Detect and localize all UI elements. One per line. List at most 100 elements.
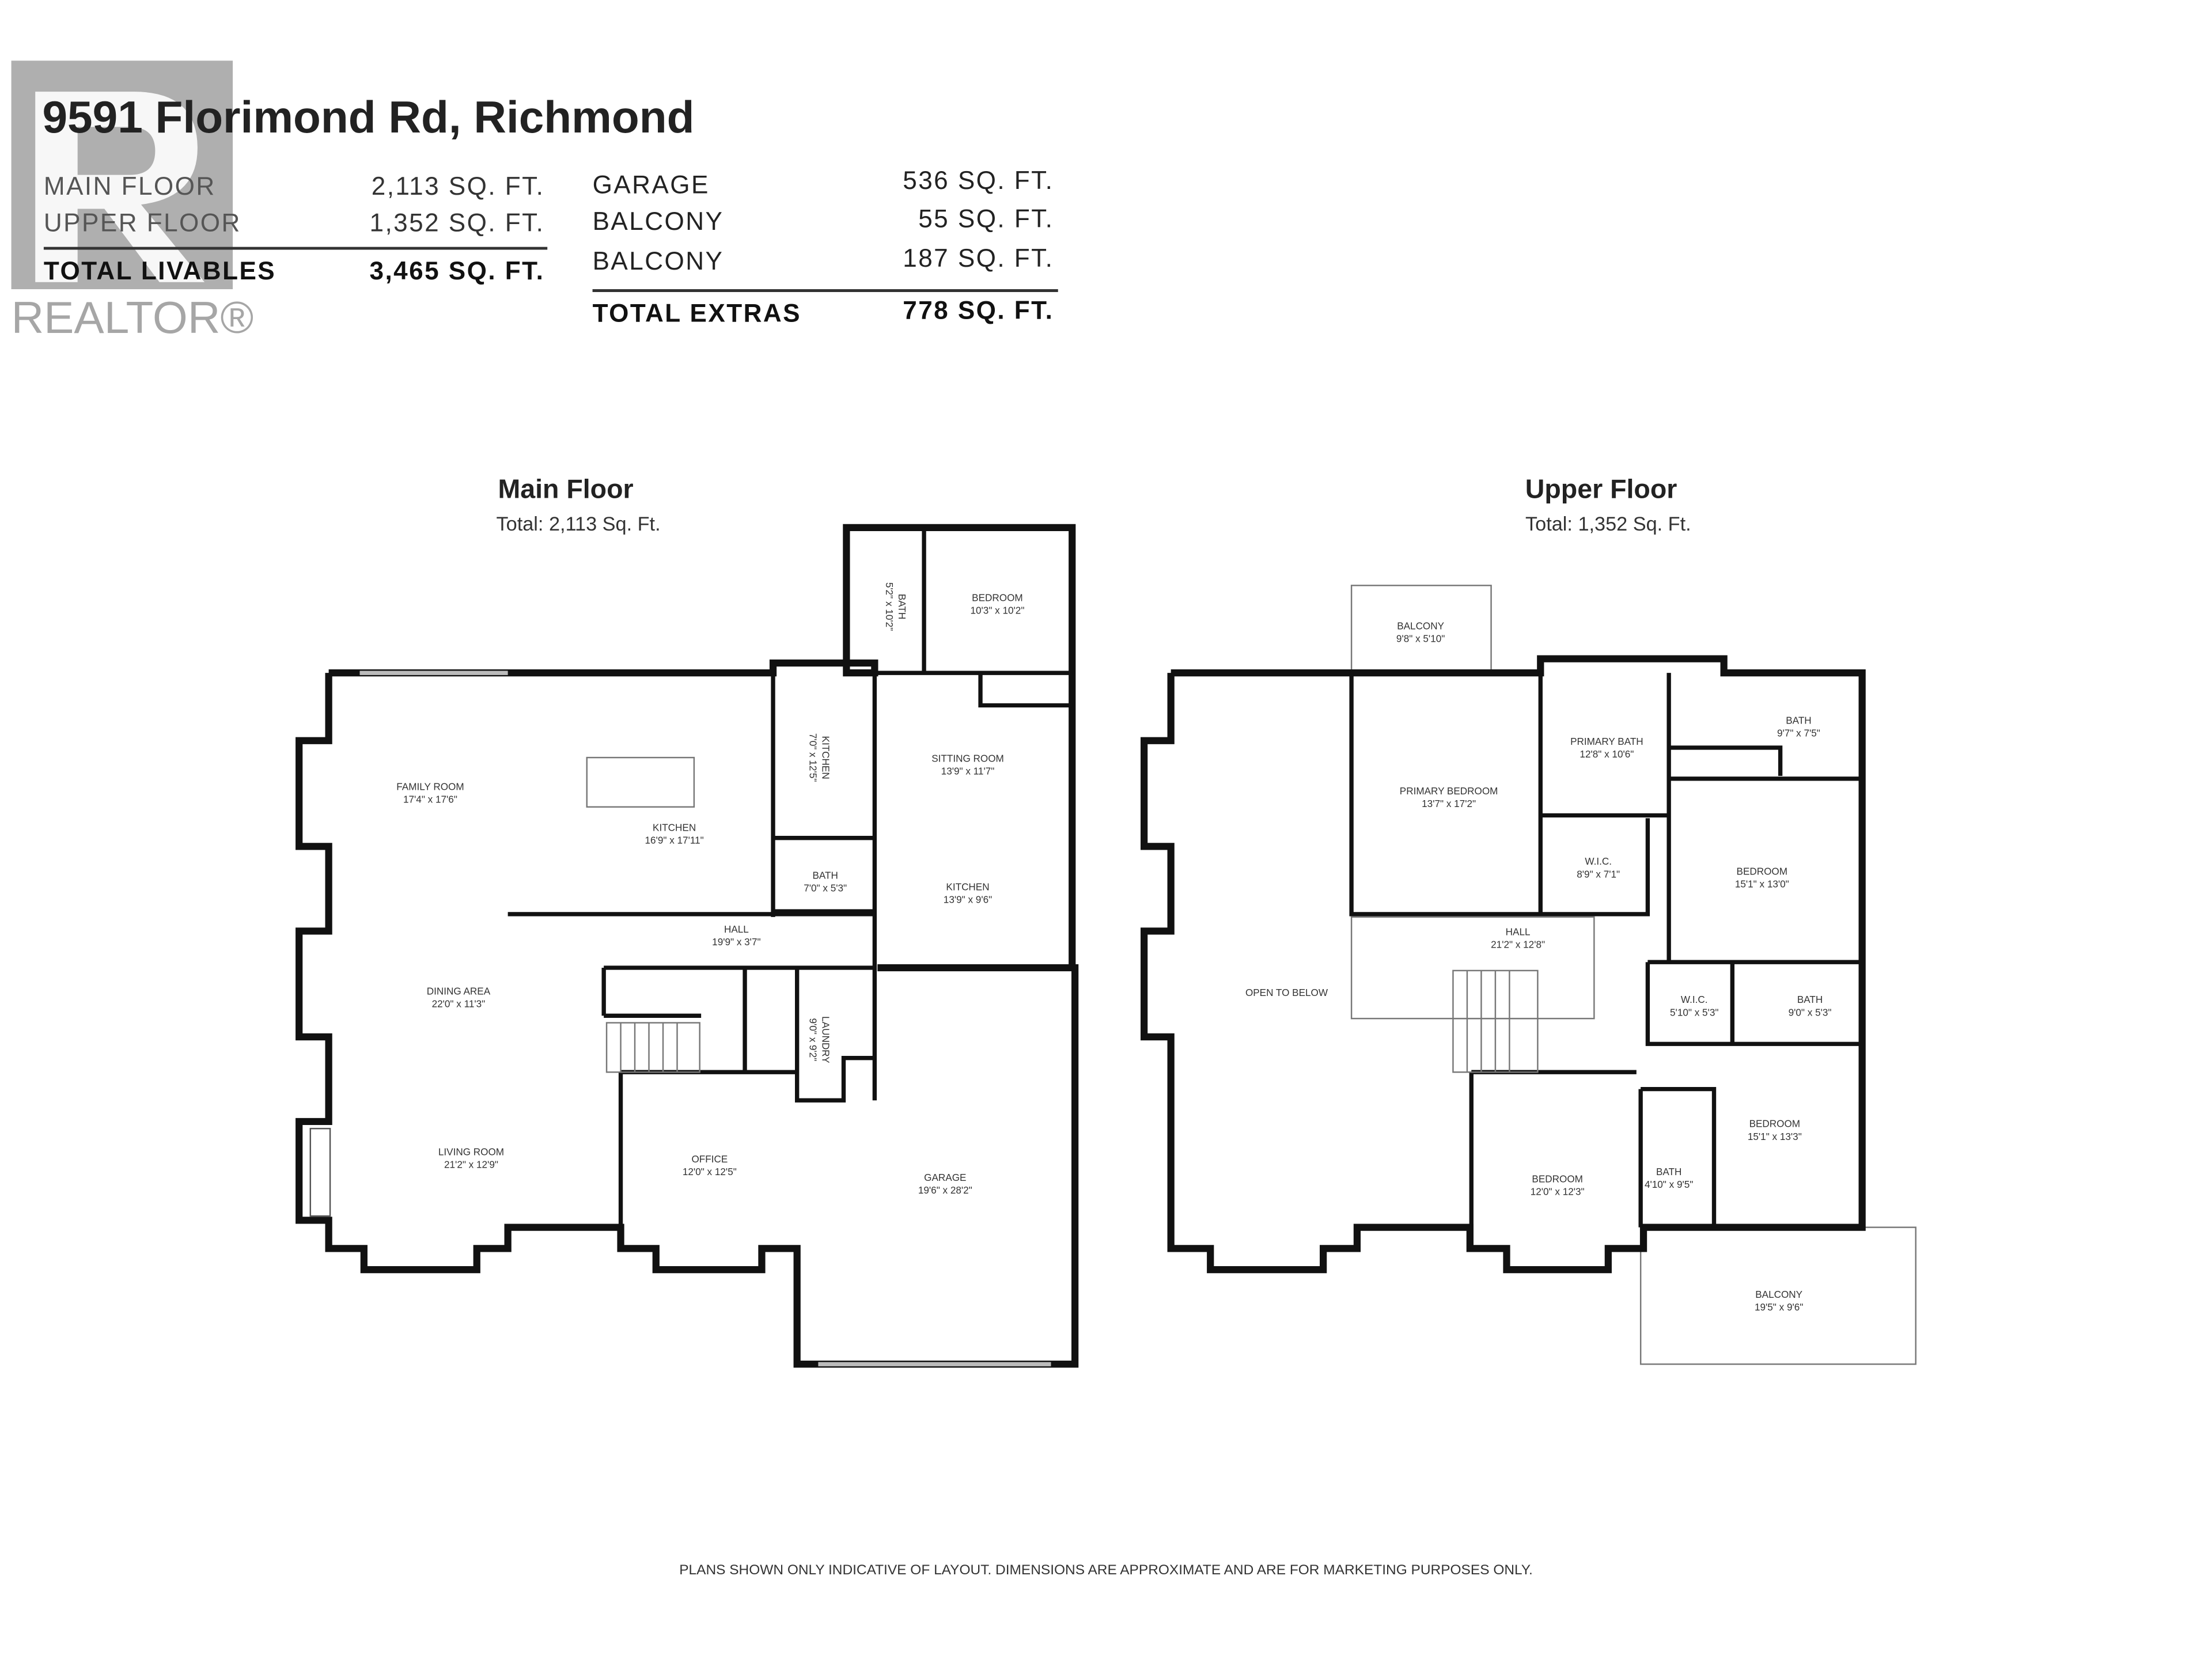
room-name: KITCHEN bbox=[820, 736, 832, 779]
total-livables-label: TOTAL LIVABLES bbox=[44, 257, 276, 285]
room-dimensions: 22'0" x 11'3" bbox=[432, 998, 486, 1010]
watermark-logo-letter-r bbox=[35, 92, 205, 282]
room-dimensions: 5'10" x 5'3" bbox=[1670, 1006, 1718, 1018]
room-name: W.I.C. bbox=[1585, 855, 1612, 867]
room-name: LIVING ROOM bbox=[438, 1146, 504, 1158]
main-stairs bbox=[605, 1022, 700, 1073]
open-to-below-railing bbox=[1350, 916, 1595, 1020]
main-floor-area: 2,113 SQ. FT. bbox=[372, 172, 545, 200]
main-floor-total: Total: 2,113 Sq. Ft. bbox=[497, 513, 661, 535]
room-dimensions: 21'2" x 12'9" bbox=[444, 1159, 498, 1171]
property-title: 9591 Florimond Rd, Richmond bbox=[42, 92, 694, 142]
room-name: BEDROOM bbox=[1737, 865, 1787, 877]
upper-floor-plan bbox=[1141, 585, 1916, 1365]
room-name: LAUNDRY bbox=[820, 1016, 832, 1063]
watermark-text: REALTOR® bbox=[12, 292, 254, 343]
room-dimensions: 12'0" x 12'3" bbox=[1531, 1185, 1585, 1197]
room-dimensions: 19'5" x 9'6" bbox=[1755, 1301, 1803, 1313]
room-name: BATH bbox=[1797, 994, 1823, 1005]
room-dimensions: 9'0" x 9'2" bbox=[808, 1018, 819, 1061]
upper-floor-label: UPPER FLOOR bbox=[44, 209, 241, 237]
main-floor-title: Main Floor bbox=[498, 474, 633, 503]
balcony-1-area: 55 SQ. FT. bbox=[918, 204, 1054, 233]
room-dimensions: 5'2" x 10'2" bbox=[884, 582, 895, 631]
disclaimer: PLANS SHOWN ONLY INDICATIVE OF LAYOUT. D… bbox=[679, 1562, 1533, 1578]
total-extras-area: 778 SQ. FT. bbox=[903, 296, 1054, 324]
upper-floor-total: Total: 1,352 Sq. Ft. bbox=[1525, 513, 1691, 535]
room-label: W.I.C.8'9" x 7'1" bbox=[1577, 855, 1620, 880]
room-dimensions: 12'0" x 12'5" bbox=[683, 1166, 737, 1177]
room-name: W.I.C. bbox=[1681, 994, 1708, 1005]
total-extras-label: TOTAL EXTRAS bbox=[593, 299, 801, 327]
room-name: BEDROOM bbox=[972, 592, 1022, 603]
room-name: BEDROOM bbox=[1749, 1118, 1800, 1130]
room-name: SITTING ROOM bbox=[931, 752, 1004, 764]
room-name: DINING AREA bbox=[427, 986, 491, 997]
room-dimensions: 13'9" x 9'6" bbox=[944, 893, 992, 905]
room-label: OPEN TO BELOW bbox=[1245, 987, 1328, 998]
room-name: KITCHEN bbox=[946, 881, 989, 892]
total-livables-area: 3,465 SQ. FT. bbox=[370, 257, 545, 285]
room-name: OFFICE bbox=[691, 1153, 728, 1165]
garage-area: 536 SQ. FT. bbox=[903, 166, 1054, 195]
room-name: KITCHEN bbox=[653, 821, 696, 833]
room-name: BALCONY bbox=[1755, 1289, 1802, 1300]
room-dimensions: 17'4" x 17'6" bbox=[403, 793, 457, 805]
room-name: HALL bbox=[1506, 926, 1531, 938]
header: 9591 Florimond Rd, Richmond MAIN FLOOR 2… bbox=[42, 92, 1058, 327]
room-name: OPEN TO BELOW bbox=[1245, 987, 1328, 998]
room-dimensions: 13'9" x 11'7" bbox=[941, 765, 995, 777]
kitchen-island bbox=[586, 756, 695, 808]
room-name: BEDROOM bbox=[1532, 1173, 1582, 1184]
upper-floor-exterior-wall bbox=[1141, 655, 1866, 1274]
room-dimensions: 9'8" x 5'10" bbox=[1396, 632, 1445, 644]
upper-floor-interior-walls bbox=[1349, 673, 1862, 1249]
room-label: W.I.C.5'10" x 5'3" bbox=[1670, 994, 1718, 1018]
room-name: PRIMARY BATH bbox=[1570, 736, 1643, 747]
balcony-2-label: BALCONY bbox=[593, 247, 724, 275]
room-name: BALCONY bbox=[1397, 620, 1444, 631]
room-dimensions: 15'1" x 13'0" bbox=[1735, 878, 1789, 889]
main-floor-exterior-wall bbox=[296, 524, 1079, 1368]
room-dimensions: 7'0" x 5'3" bbox=[804, 882, 847, 894]
room-name: BATH bbox=[896, 594, 908, 619]
room-dimensions: 13'7" x 17'2" bbox=[1422, 798, 1476, 809]
room-dimensions: 8'9" x 7'1" bbox=[1577, 868, 1620, 880]
main-floor-label: MAIN FLOOR bbox=[44, 172, 216, 200]
room-dimensions: 9'7" x 7'5" bbox=[1777, 727, 1820, 738]
garage-label: GARAGE bbox=[593, 171, 710, 199]
room-dimensions: 4'10" x 9'5" bbox=[1645, 1179, 1693, 1190]
room-dimensions: 12'8" x 10'6" bbox=[1580, 748, 1634, 760]
room-dimensions: 19'6" x 28'2" bbox=[918, 1184, 972, 1196]
room-dimensions: 19'9" x 3'7" bbox=[712, 936, 760, 948]
fireplace bbox=[309, 1127, 331, 1217]
room-dimensions: 10'3" x 10'2" bbox=[970, 604, 1024, 616]
room-dimensions: 21'2" x 12'8" bbox=[1491, 939, 1545, 950]
room-name: HALL bbox=[724, 923, 749, 935]
balcony-1-label: BALCONY bbox=[593, 207, 724, 236]
upper-floor-title: Upper Floor bbox=[1525, 474, 1677, 503]
room-name: BATH bbox=[1656, 1166, 1681, 1177]
